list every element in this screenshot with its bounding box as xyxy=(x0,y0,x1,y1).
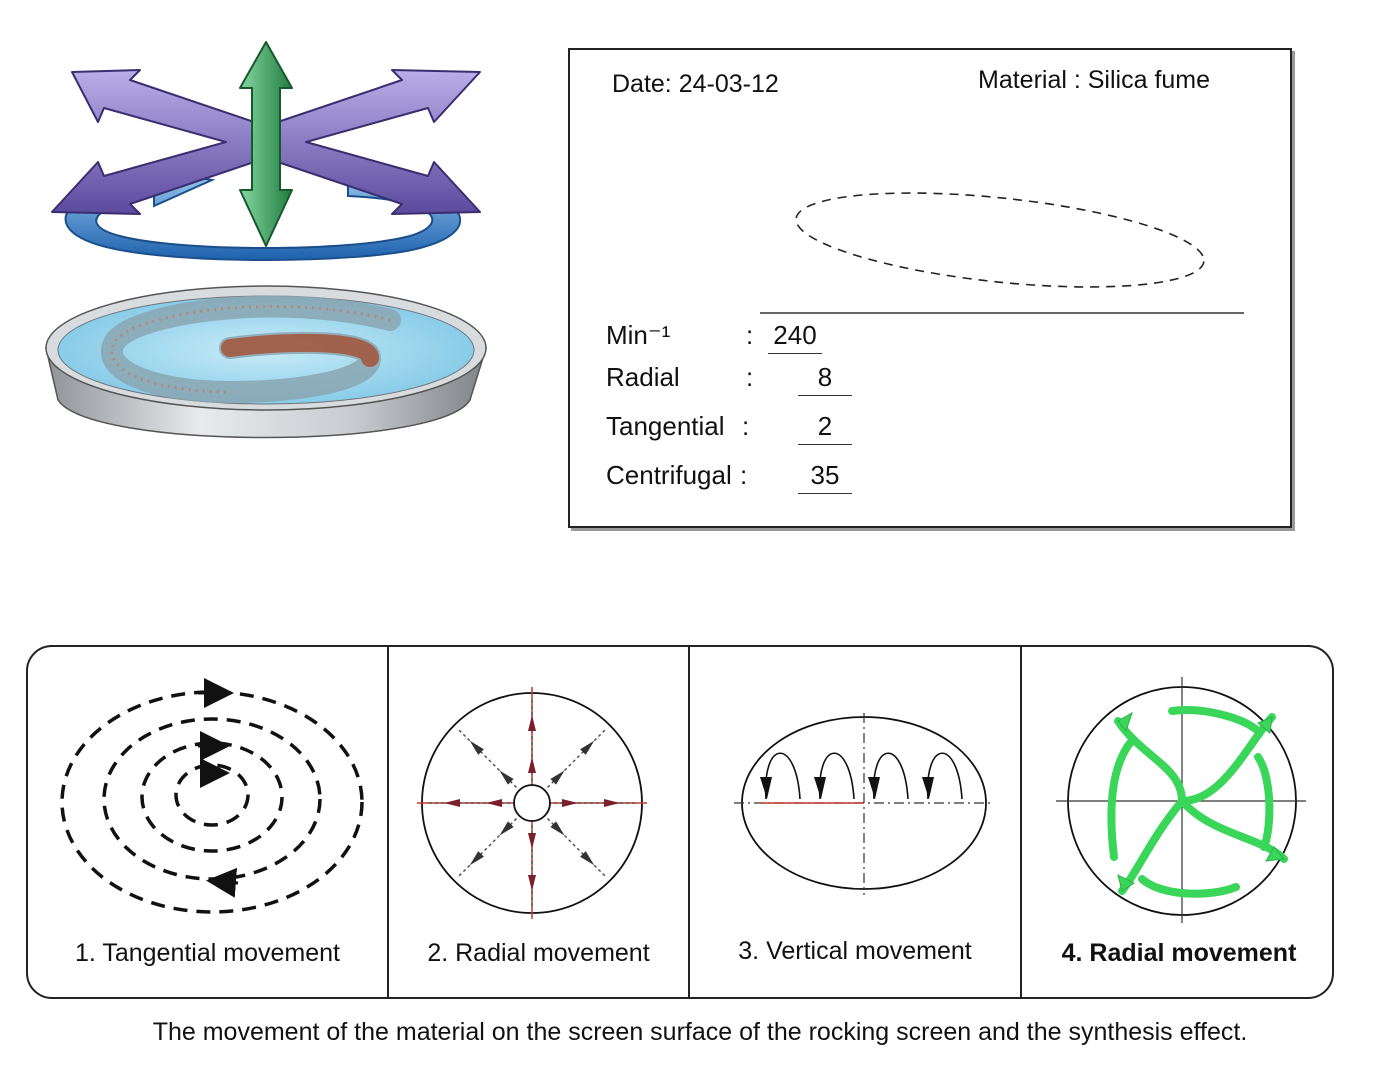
caption-panel-4: 4. Radial movement xyxy=(1061,939,1297,967)
sieve-pan-icon xyxy=(45,285,488,439)
param-value-tangential: 2 xyxy=(798,411,852,445)
panel-tangential: 1. Tangential movement xyxy=(28,647,387,997)
panel-vertical: 3. Vertical movement xyxy=(688,647,1020,997)
radial-arrowhead xyxy=(550,821,565,836)
hop-arrowhead xyxy=(760,777,772,799)
radial-arrowhead xyxy=(469,851,484,866)
hop-arc xyxy=(764,752,801,800)
radial-diagram xyxy=(417,687,647,919)
motion-trace-ellipse xyxy=(760,192,1244,314)
hop-arrowhead xyxy=(868,777,880,799)
radial-arrowhead xyxy=(528,833,536,849)
caption-panel-1: 1. Tangential movement xyxy=(75,939,340,967)
radial-arrowhead xyxy=(580,740,595,755)
radial-arrowhead xyxy=(604,799,620,807)
param-value-centrifugal: 35 xyxy=(798,460,852,494)
vertical-hop-arrows-icon xyxy=(760,752,963,800)
caption-panel-3: 3. Vertical movement xyxy=(738,937,972,965)
spiral-arrows-icon xyxy=(1107,706,1288,898)
hop-arrowhead xyxy=(814,777,826,799)
hop-arc xyxy=(818,752,855,800)
radial-arrowhead xyxy=(528,757,536,773)
hop-arrowhead xyxy=(922,777,934,799)
panel-radial-spiral: 4. Radial movement xyxy=(1020,647,1332,997)
radial-arrowhead xyxy=(528,875,536,891)
caption-panel-2: 2. Radial movement xyxy=(427,939,650,967)
hop-arc xyxy=(926,752,963,800)
param-value-speed: 240 xyxy=(768,320,822,354)
hop-arc xyxy=(872,752,909,800)
radial-arrowhead xyxy=(528,715,536,731)
record-material: Material : Silica fume xyxy=(978,66,1211,94)
radial-arrowhead xyxy=(580,851,595,866)
rocking-screen-illustration xyxy=(45,41,488,439)
radial-arrowhead xyxy=(486,799,502,807)
param-value-radial: 8 xyxy=(798,362,852,396)
radial-arrowhead xyxy=(562,799,578,807)
radial-arrowhead xyxy=(499,770,514,785)
figure-caption: The movement of the material on the scre… xyxy=(152,1018,1248,1046)
radial-arrowhead xyxy=(444,799,460,807)
spiral-diagram xyxy=(1056,677,1306,923)
tangential-diagram xyxy=(60,678,364,914)
movement-panel: 1. Tangential movement 2. Radial movemen… xyxy=(26,645,1334,999)
panel-radial: 2. Radial movement xyxy=(387,647,688,997)
vertical-diagram xyxy=(734,713,992,895)
vertical-motion-arrow-icon xyxy=(239,41,293,247)
radial-arrowhead xyxy=(469,740,484,755)
record-date: Date: 24-03-12 xyxy=(612,70,779,98)
radial-arrowhead xyxy=(499,821,514,836)
record-card: Date: 24-03-12 Material : Silica fume Mi… xyxy=(568,48,1292,528)
radial-arrowhead xyxy=(550,770,565,785)
